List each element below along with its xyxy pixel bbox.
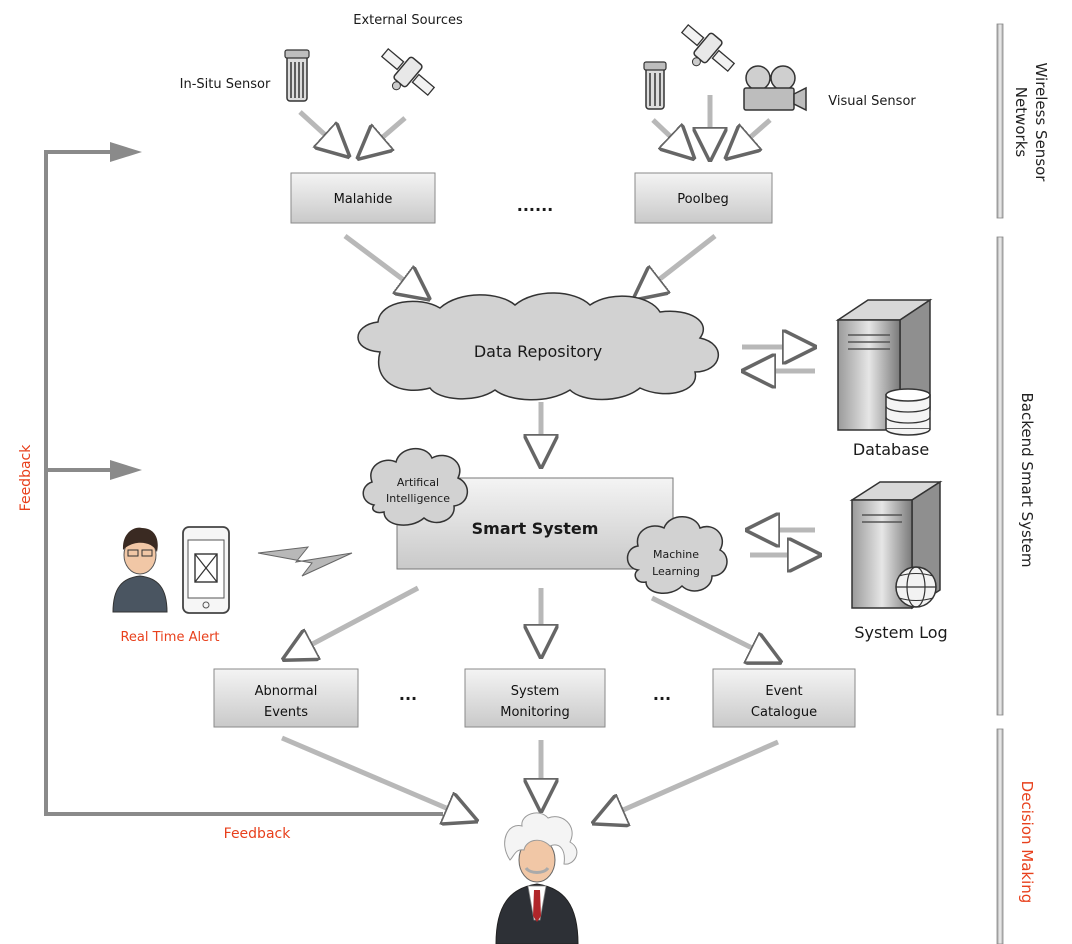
lightning-bolt-icon xyxy=(257,546,353,577)
section-label-decision: Decision Making xyxy=(1018,781,1036,904)
outputs-ellipsis-left: ... xyxy=(399,685,417,704)
feedback-bottom-label: Feedback xyxy=(224,826,292,842)
system-log-label: System Log xyxy=(854,623,947,642)
outputs-ellipsis-right: ... xyxy=(653,685,671,704)
smart-system-label: Smart System xyxy=(472,519,599,538)
in-situ-sensor-label: In-Situ Sensor xyxy=(180,77,271,92)
decision-maker-avatar-icon xyxy=(495,812,579,944)
ml-cloud-line1: Machine xyxy=(653,548,699,561)
system-monitoring-box: System Monitoring xyxy=(464,668,606,728)
external-sources-label: External Sources xyxy=(353,13,463,28)
data-repository-label: Data Repository xyxy=(474,342,602,361)
station-arrows xyxy=(343,234,717,296)
feedback-arrowhead-middle xyxy=(110,460,142,480)
visual-sensor-label: Visual Sensor xyxy=(828,94,916,109)
system-monitoring-line2: Monitoring xyxy=(500,705,570,720)
event-catalogue-line1: Event xyxy=(765,684,802,699)
event-catalogue-line2: Catalogue xyxy=(751,705,817,720)
in-situ-sensor-icon-right xyxy=(643,61,667,110)
abnormal-events-line2: Events xyxy=(264,705,308,720)
real-time-alert-label: Real Time Alert xyxy=(120,630,219,645)
section-label-backend: Backend Smart System xyxy=(1018,393,1036,568)
ai-cloud: Artifical Intelligence xyxy=(362,448,468,526)
feedback-vertical-label: Feedback xyxy=(18,444,34,512)
in-situ-sensor-icon xyxy=(284,49,310,102)
abnormal-events-line1: Abnormal xyxy=(255,684,318,699)
section-label-wsn-line2: Networks xyxy=(1012,87,1030,158)
ml-cloud-line2: Learning xyxy=(652,565,700,578)
feedback-loop xyxy=(44,150,443,816)
station-poolbeg-label: Poolbeg xyxy=(677,192,728,207)
station-poolbeg: Poolbeg xyxy=(634,172,773,224)
satellite-icon-right xyxy=(680,23,736,73)
section-bar-decision xyxy=(996,728,1004,944)
system-monitoring-line1: System xyxy=(511,684,559,699)
feedback-arrowhead-top xyxy=(110,142,142,162)
database-arrows xyxy=(742,347,815,371)
station-malahide: Malahide xyxy=(290,172,436,224)
output-arrows xyxy=(288,585,776,660)
database-label: Database xyxy=(853,440,929,459)
user-avatar-icon xyxy=(112,527,168,613)
ml-cloud: Machine Learning xyxy=(626,516,728,594)
sensor-arrows xyxy=(298,95,772,155)
station-ellipsis: ...... xyxy=(517,196,553,215)
decision-arrows xyxy=(281,735,780,821)
ai-cloud-line1: Artifical xyxy=(397,476,439,489)
satellite-icon xyxy=(380,47,436,97)
section-label-wsn: Wireless Sensor Networks xyxy=(1012,63,1050,183)
section-label-wsn-line1: Wireless Sensor xyxy=(1032,63,1050,183)
abnormal-events-box: Abnormal Events xyxy=(213,668,359,728)
system-log-arrows xyxy=(750,530,815,555)
section-bar-backend xyxy=(996,236,1004,716)
smartphone-icon xyxy=(182,526,230,614)
globe-icon xyxy=(895,566,937,608)
database-cylinder-icon xyxy=(885,388,931,436)
video-camera-icon xyxy=(743,65,807,112)
section-bar-wsn xyxy=(996,23,1004,219)
event-catalogue-box: Event Catalogue xyxy=(712,668,856,728)
data-repository-cloud: Data Repository xyxy=(357,292,719,401)
station-malahide-label: Malahide xyxy=(334,192,393,207)
ai-cloud-line2: Intelligence xyxy=(386,492,450,505)
